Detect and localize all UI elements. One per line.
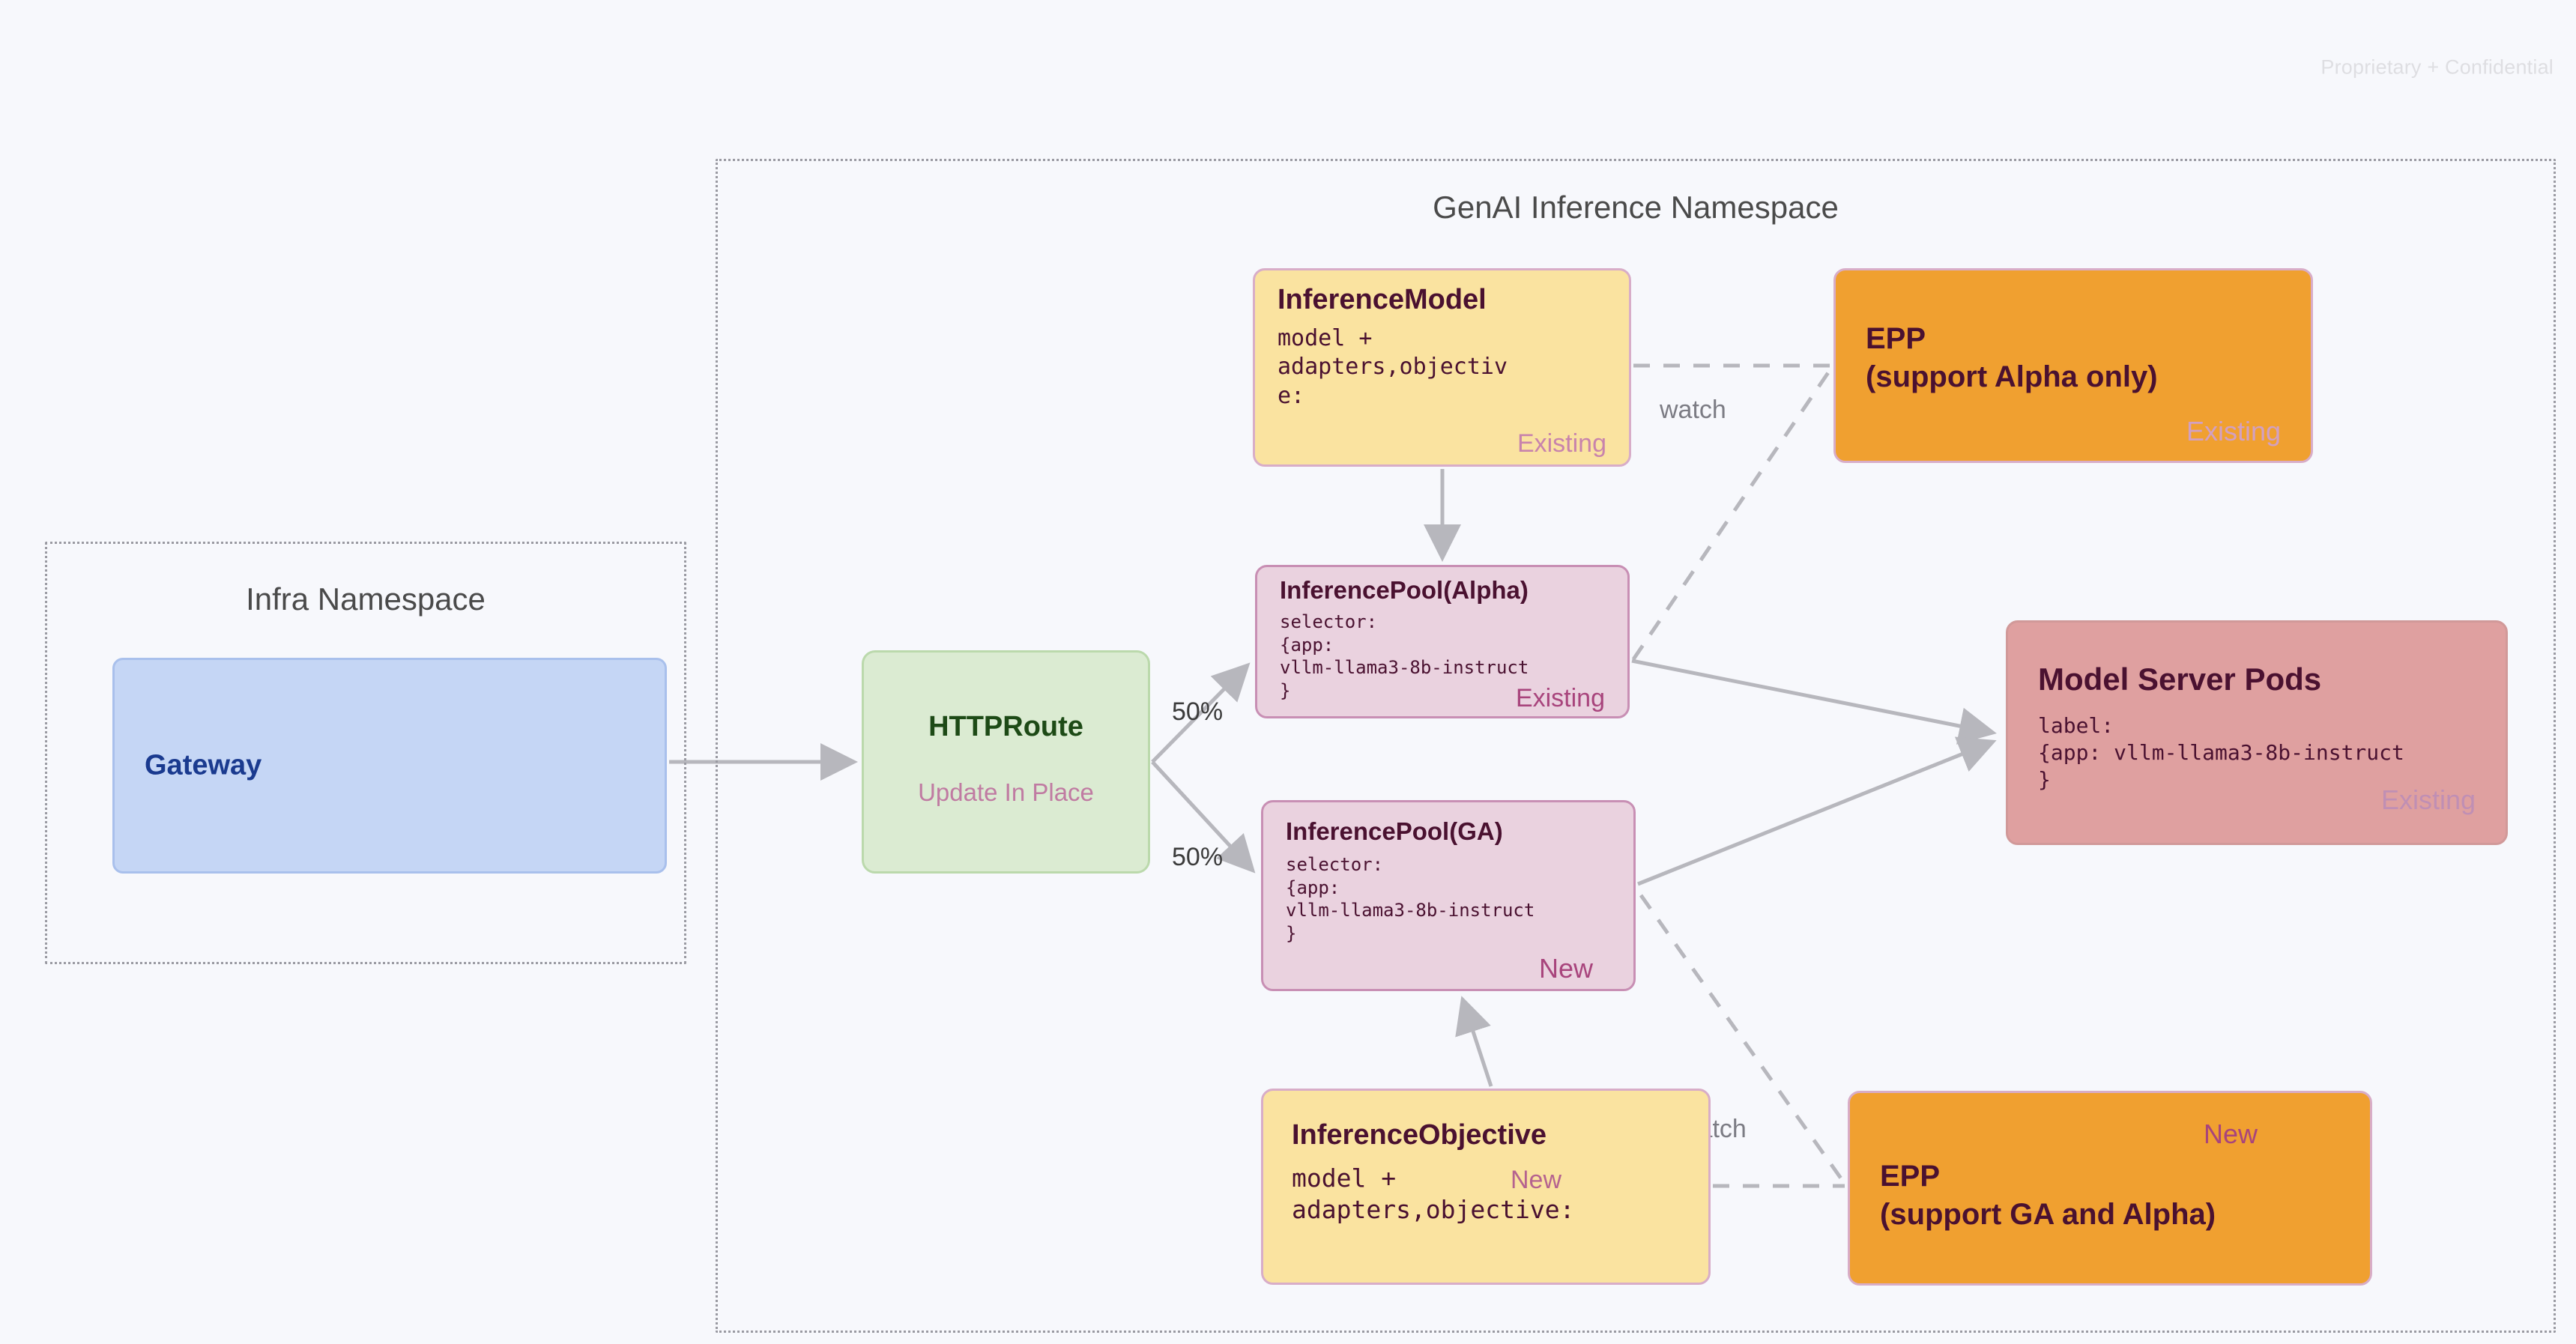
inferenceobjective-tag: New [1511, 1166, 1562, 1194]
node-inferencepool-alpha[interactable]: InferencePool(Alpha) selector: {app: vll… [1255, 565, 1630, 718]
namespace-infra: Infra Namespace [45, 542, 686, 964]
gateway-title: Gateway [145, 749, 262, 781]
inferenceobjective-body: model + adapters,objective: [1292, 1163, 1575, 1225]
inferenceobjective-title: InferenceObjective [1292, 1119, 1547, 1151]
node-inferencemodel[interactable]: InferenceModel model + adapters,objectiv… [1253, 268, 1631, 467]
inferencemodel-tag: Existing [1517, 429, 1606, 458]
edge-label-split-top: 50% [1172, 697, 1224, 726]
inferencepool-ga-tag: New [1538, 953, 1593, 984]
epp-alpha-tag: Existing [2186, 416, 2281, 447]
inferencemodel-body: model + adapters,objectiv e: [1278, 325, 1508, 409]
inferencepool-ga-title: InferencePool(GA) [1286, 817, 1503, 845]
confidential-notice: Proprietary + Confidential [2320, 55, 2554, 79]
model-server-pods-body: label: {app: vllm-llama3-8b-instruct } [2038, 713, 2404, 792]
node-httproute[interactable]: HTTPRoute Update In Place [862, 650, 1150, 874]
epp-ga-tag: New [2203, 1119, 2258, 1149]
edge-label-split-bottom: 50% [1172, 843, 1224, 871]
inferencepool-alpha-title: InferencePool(Alpha) [1280, 576, 1529, 604]
namespace-infra-title: Infra Namespace [246, 581, 486, 617]
epp-ga-title: EPP (support GA and Alpha) [1880, 1160, 2216, 1232]
httproute-tag: Update In Place [918, 778, 1094, 806]
inferencepool-ga-body: selector: {app: vllm-llama3-8b-instruct … [1286, 854, 1535, 945]
model-server-pods-title: Model Server Pods [2038, 662, 2322, 697]
node-inferencepool-ga[interactable]: InferencePool(GA) selector: {app: vllm-l… [1261, 800, 1636, 991]
node-inferenceobjective[interactable]: InferenceObjective model + adapters,obje… [1261, 1089, 1711, 1285]
node-epp-ga[interactable]: EPP (support GA and Alpha) New [1848, 1091, 2372, 1286]
node-model-server-pods[interactable]: Model Server Pods label: {app: vllm-llam… [2006, 620, 2508, 845]
inferencemodel-title: InferenceModel [1278, 284, 1487, 315]
namespace-genai-title: GenAI Inference Namespace [1433, 190, 1839, 225]
epp-alpha-title: EPP (support Alpha only) [1866, 322, 2158, 394]
inferencepool-alpha-tag: Existing [1515, 684, 1605, 712]
model-server-pods-tag: Existing [2380, 784, 2476, 815]
namespace-genai: GenAI Inference Namespace [716, 159, 2556, 1333]
edge-label-watch-top: watch [1660, 396, 1726, 424]
node-epp-alpha[interactable]: EPP (support Alpha only) Existing [1833, 268, 2313, 463]
httproute-title: HTTPRoute [928, 711, 1083, 742]
node-gateway[interactable]: Gateway [112, 658, 667, 874]
inferencepool-alpha-body: selector: {app: vllm-llama3-8b-instruct … [1280, 611, 1529, 702]
